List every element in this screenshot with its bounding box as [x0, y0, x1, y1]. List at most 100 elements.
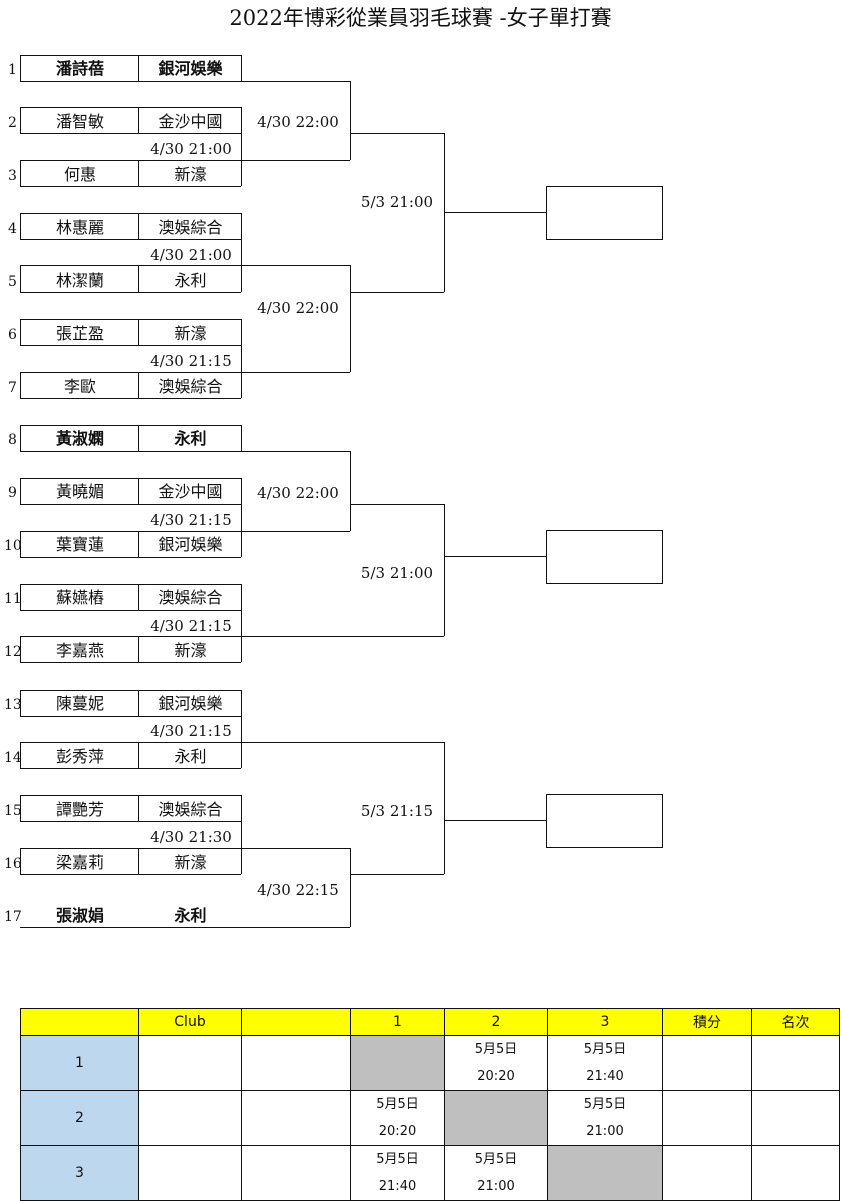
winner-box	[546, 794, 663, 848]
line	[138, 319, 139, 345]
header-cell: 1	[350, 1008, 445, 1036]
player-club: 澳娛綜合	[158, 588, 223, 607]
seed-number: 1	[8, 62, 17, 78]
seed-number: 12	[4, 644, 22, 660]
line	[241, 55, 242, 81]
seed-number: 11	[4, 591, 22, 607]
line	[138, 584, 139, 610]
player-name: 陳蔓妮	[55, 694, 104, 713]
line	[138, 213, 139, 239]
rank-cell	[751, 1035, 840, 1091]
player-name: 潘智敏	[55, 112, 104, 131]
player-club: 金沙中國	[158, 482, 223, 501]
line	[20, 504, 241, 505]
rank-cell	[751, 1090, 840, 1146]
line	[20, 372, 350, 373]
player-name: 何惠	[63, 165, 96, 184]
line	[241, 795, 242, 874]
player-name: 彭秀萍	[55, 747, 104, 766]
name-cell	[241, 1090, 351, 1146]
line	[20, 795, 21, 821]
player-club: 永利	[174, 747, 207, 766]
points-cell	[662, 1145, 752, 1201]
header-cell: 3	[547, 1008, 663, 1036]
schedule-time: 21:40	[378, 1179, 417, 1194]
match-time: 4/30 22:00	[257, 299, 339, 317]
points-cell	[662, 1090, 752, 1146]
header-cell	[241, 1008, 351, 1036]
seed-number: 9	[8, 485, 17, 501]
header-cell	[20, 1008, 139, 1036]
blocked-cell	[547, 1145, 663, 1201]
line	[444, 212, 546, 213]
line	[20, 636, 21, 662]
seed-number: 15	[4, 803, 22, 819]
line	[20, 610, 241, 611]
header-cell: 2	[444, 1008, 548, 1036]
line	[138, 265, 139, 292]
schedule-date: 5月5日	[583, 1042, 627, 1057]
schedule-date: 5月5日	[474, 1152, 518, 1167]
schedule-time: 21:00	[586, 1124, 624, 1139]
line	[20, 372, 21, 398]
line	[138, 742, 139, 768]
line	[138, 425, 139, 451]
line	[20, 848, 21, 874]
player-club: 新濠	[174, 324, 207, 343]
line	[20, 662, 241, 663]
line	[350, 81, 351, 160]
player-club: 銀河娛樂	[158, 535, 223, 554]
player-name: 張芷盈	[55, 324, 104, 343]
line	[444, 820, 546, 821]
winner-box	[546, 186, 663, 240]
match-time: 4/30 21:30	[150, 828, 232, 846]
line	[350, 848, 351, 927]
line	[20, 239, 241, 240]
line	[350, 265, 351, 372]
line	[350, 874, 444, 875]
seed-number: 4	[8, 221, 17, 237]
player-name: 黃曉媚	[55, 482, 104, 501]
line	[20, 716, 241, 717]
player-name: 葉寶蓮	[55, 535, 104, 554]
line	[241, 478, 242, 557]
player-name: 譚艷芳	[55, 800, 104, 819]
seed-number: 7	[8, 380, 17, 396]
player-name: 李歐	[63, 377, 96, 396]
line	[20, 821, 241, 822]
line	[20, 584, 21, 610]
seed-number: 13	[4, 697, 22, 713]
line	[20, 398, 241, 399]
line	[444, 504, 445, 636]
line	[20, 319, 241, 320]
line	[138, 636, 139, 662]
line	[241, 690, 242, 768]
line	[138, 160, 139, 186]
row-label: 3	[20, 1145, 139, 1201]
line	[444, 742, 445, 874]
line	[20, 927, 350, 928]
line	[20, 636, 444, 637]
rank-cell	[751, 1145, 840, 1201]
player-club: 銀河娛樂	[158, 694, 223, 713]
line	[138, 848, 139, 874]
seed-number: 10	[4, 538, 22, 554]
line	[20, 213, 21, 239]
match-time: 4/30 21:15	[150, 511, 232, 529]
schedule-date: 5月5日	[583, 1097, 627, 1112]
line	[350, 451, 351, 531]
line	[20, 478, 241, 479]
line	[138, 372, 139, 398]
club-cell	[138, 1090, 242, 1146]
header-cell: 積分	[662, 1008, 752, 1036]
line	[20, 584, 241, 585]
schedule-time: 21:00	[477, 1179, 515, 1194]
match-time: 4/30 21:15	[150, 722, 232, 740]
line	[20, 107, 21, 133]
match-time: 4/30 22:00	[257, 484, 339, 502]
match-time: 4/30 21:00	[150, 140, 232, 158]
